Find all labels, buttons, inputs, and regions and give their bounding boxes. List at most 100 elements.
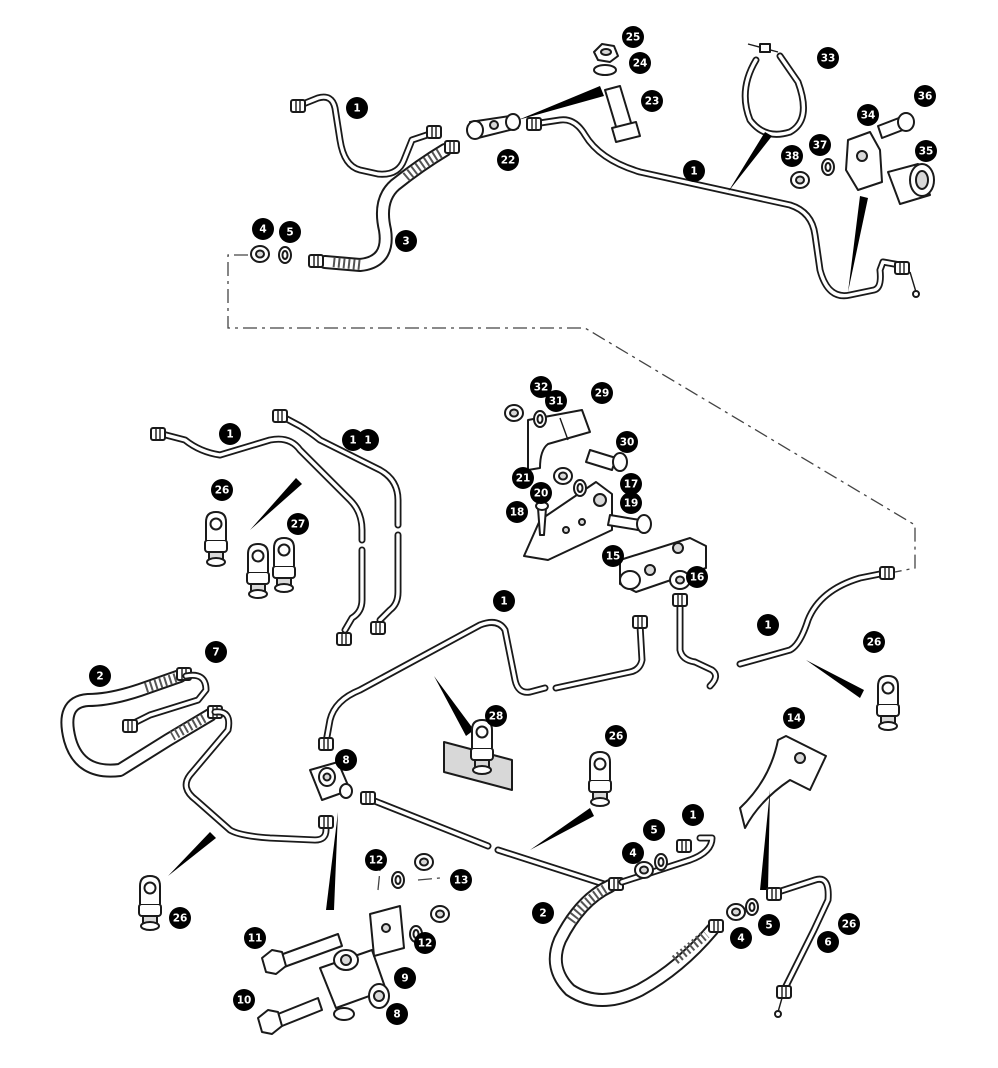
callout-badge (629, 52, 651, 74)
callout-12: 12 (365, 849, 387, 871)
callout-37: 37 (809, 134, 831, 156)
callout-badge (620, 492, 642, 514)
callout-number: 6 (824, 937, 831, 949)
callout-badge (244, 927, 266, 949)
callout-number: 33 (821, 53, 836, 65)
callout-badge (211, 479, 233, 501)
connection-dashed-line (227, 254, 916, 573)
callout-number: 1 (353, 103, 360, 115)
callout-8: 8 (386, 1003, 408, 1025)
callout-badge (682, 804, 704, 826)
callout-number: 15 (606, 551, 621, 563)
callout-number: 26 (215, 485, 230, 497)
callout-36: 36 (914, 85, 936, 107)
pipe-clip (876, 675, 900, 731)
callout-number: 4 (737, 933, 744, 945)
callout-badge (233, 989, 255, 1011)
lock-washer (745, 898, 759, 916)
callout-number: 10 (237, 995, 252, 1007)
callout-11: 11 (244, 927, 266, 949)
bracket-bolt (877, 112, 915, 139)
callout-badge (450, 869, 472, 891)
bracket-screw (585, 449, 628, 472)
spacer-washer (391, 871, 405, 889)
callout-number: 1 (689, 810, 696, 822)
leader-arrow (806, 660, 864, 698)
pressure-differential-valve (619, 537, 707, 593)
callout-badge (414, 932, 436, 954)
leader-arrow (168, 832, 216, 876)
callout-number: 1 (349, 435, 356, 447)
callout-number: 31 (549, 396, 564, 408)
callout-number: 2 (96, 671, 103, 683)
pipe-strap-band (741, 43, 807, 138)
callout-number: 35 (919, 146, 934, 158)
callout-2: 2 (89, 665, 111, 687)
callout-number: 19 (624, 498, 639, 510)
callout-badge (622, 26, 644, 48)
callout-12: 12 (414, 932, 436, 954)
double-pipe-clip (246, 537, 296, 599)
callout-number: 21 (516, 473, 531, 485)
valve-mounting-bracket (523, 481, 613, 561)
callout-1: 1 (342, 429, 364, 451)
callout-number: 18 (510, 507, 525, 519)
callout-badge (757, 614, 779, 636)
callout-number: 1 (226, 429, 233, 441)
callout-number: 20 (534, 488, 549, 500)
callout-badge (342, 429, 364, 451)
callout-number: 36 (918, 91, 933, 103)
brake-pipe (526, 116, 920, 300)
callout-27: 27 (287, 513, 309, 535)
callout-16: 16 (686, 566, 708, 588)
flexible-hose (308, 140, 460, 272)
three-way-connector (319, 949, 390, 1021)
leader-arrow (728, 132, 772, 192)
callout-19: 19 (620, 492, 642, 514)
callout-number: 8 (393, 1009, 400, 1021)
callout-badge (781, 145, 803, 167)
pivot-washer (573, 479, 587, 497)
brake-pipe (272, 409, 402, 635)
callout-8: 8 (335, 749, 357, 771)
callout-4: 4 (252, 218, 274, 240)
callout-26: 26 (863, 631, 885, 653)
bracket-nut (504, 404, 524, 422)
callout-15: 15 (602, 545, 624, 567)
assembly-dashed-line (377, 869, 441, 891)
callout-badge (616, 431, 638, 453)
hose-nut (634, 861, 654, 879)
callout-22: 22 (497, 149, 519, 171)
callout-badge (857, 104, 879, 126)
callout-number: 1 (364, 435, 371, 447)
hose-nut (726, 903, 746, 921)
callout-badge (643, 819, 665, 841)
lower-left-assembly (60, 667, 614, 1035)
plate-nut (414, 853, 434, 871)
callout-badge (493, 590, 515, 612)
callout-3: 3 (395, 230, 417, 252)
bracket-bolt (607, 514, 652, 534)
callout-31: 31 (545, 390, 567, 412)
hose-bracket (739, 735, 827, 829)
callout-badge (683, 160, 705, 182)
connector-bolt (604, 85, 641, 143)
leader-arrow (530, 808, 594, 850)
callout-10: 10 (233, 989, 255, 1011)
callout-1: 1 (346, 97, 368, 119)
callout-number: 7 (212, 647, 219, 659)
callout-6: 6 (817, 931, 839, 953)
callout-number: 4 (259, 224, 266, 236)
callout-number: 22 (501, 155, 516, 167)
callout-badge (89, 665, 111, 687)
callout-30: 30 (616, 431, 638, 453)
callout-number: 5 (765, 920, 772, 932)
brake-pipe (672, 593, 719, 690)
callout-17: 17 (620, 473, 642, 495)
callout-badge (219, 423, 241, 445)
callout-badge (620, 473, 642, 495)
callout-number: 34 (861, 110, 876, 122)
callout-badge (605, 725, 627, 747)
callout-26: 26 (211, 479, 233, 501)
